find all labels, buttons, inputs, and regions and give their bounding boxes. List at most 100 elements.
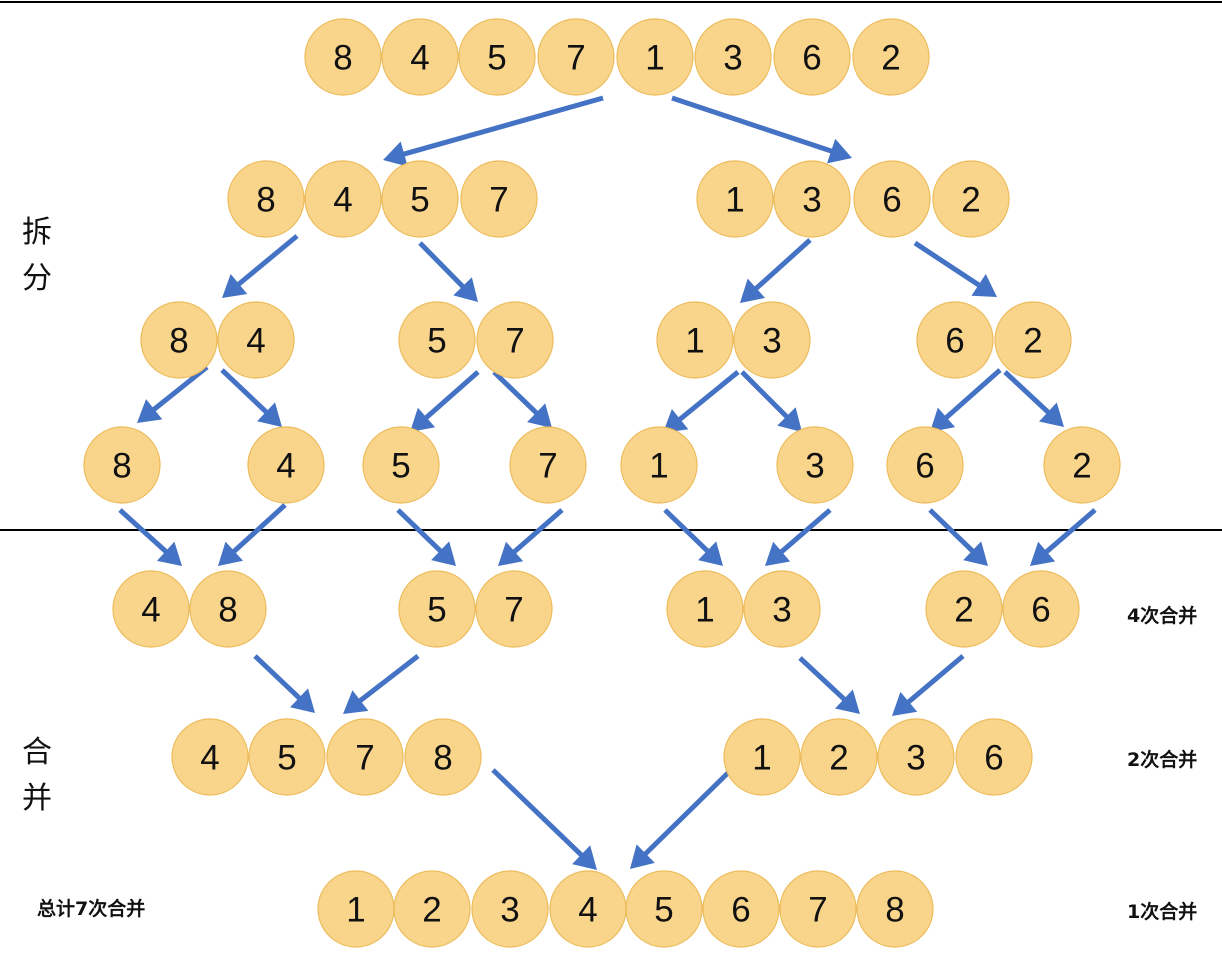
arrow-shaft	[231, 503, 287, 555]
ball-value: 8	[885, 891, 904, 930]
ball-circle	[925, 570, 1003, 648]
ball-value: 5	[277, 739, 296, 778]
merge-label-char-2: 并	[22, 781, 52, 816]
ball-circle	[779, 870, 857, 948]
arrow-head	[963, 541, 988, 566]
ball-circle	[666, 570, 744, 648]
split-3-group: 1	[620, 426, 698, 504]
arrow-shaft	[905, 654, 965, 706]
arrow-head	[827, 138, 852, 164]
number-ball: 7	[326, 718, 404, 796]
arrow-shaft	[118, 508, 169, 555]
ball-value: 7	[489, 181, 508, 220]
ball-value: 8	[256, 181, 275, 220]
ball-value: 2	[1072, 447, 1091, 486]
number-ball: 4	[549, 870, 627, 948]
ball-value: 7	[505, 322, 524, 361]
arrow	[798, 656, 860, 714]
ball-circle	[247, 426, 325, 504]
ball-value: 6	[882, 181, 901, 220]
arrow-head	[431, 541, 456, 566]
ball-value: 3	[906, 739, 925, 778]
number-ball: 7	[537, 18, 615, 96]
arrow	[498, 508, 564, 566]
ball-circle	[916, 301, 994, 379]
number-ball: 1	[723, 718, 801, 796]
arrow	[218, 503, 287, 566]
arrow	[418, 241, 478, 302]
split-label-char-2: 分	[22, 261, 52, 296]
arrow-shaft	[943, 368, 1002, 421]
arrow-shaft	[491, 768, 585, 858]
number-ball: 2	[932, 160, 1010, 238]
number-ball: 6	[702, 870, 780, 948]
split-3-group: 5	[362, 426, 440, 504]
ball-circle	[852, 18, 930, 96]
arrow	[222, 234, 299, 298]
number-ball: 7	[509, 426, 587, 504]
number-ball: 6	[916, 301, 994, 379]
arrow-head	[835, 689, 860, 714]
number-ball: 2	[1043, 426, 1121, 504]
number-ball: 3	[694, 18, 772, 96]
ball-circle	[994, 301, 1072, 379]
ball-circle	[537, 18, 615, 96]
number-ball: 8	[227, 160, 305, 238]
ball-circle	[696, 160, 774, 238]
arrow	[765, 508, 832, 566]
arrow	[671, 95, 852, 164]
arrow-head	[777, 407, 802, 432]
ball-circle	[471, 870, 549, 948]
arrow-shaft	[1003, 370, 1052, 416]
arrow-head	[218, 541, 244, 566]
ball-circle	[83, 426, 161, 504]
ball-circle	[733, 301, 811, 379]
split-label: 拆 分	[22, 210, 62, 302]
ball-value: 4	[578, 891, 597, 930]
ball-value: 3	[802, 181, 821, 220]
ball-value: 7	[808, 891, 827, 930]
number-ball: 7	[476, 301, 554, 379]
total-merge-count: 总计7次合并	[37, 898, 146, 920]
number-ball: 2	[994, 301, 1072, 379]
ball-value: 6	[945, 322, 964, 361]
number-ball: 1	[656, 301, 734, 379]
arrow	[663, 508, 723, 566]
ball-value: 3	[723, 39, 742, 78]
ball-value: 5	[427, 591, 446, 630]
number-ball: 6	[773, 18, 851, 96]
split-3-group: 2	[1043, 426, 1121, 504]
arrow-shaft	[357, 654, 420, 704]
arrow-shaft	[928, 508, 976, 554]
arrow	[253, 654, 315, 713]
number-ball: 5	[625, 870, 703, 948]
number-ball: 2	[852, 18, 930, 96]
ball-circle	[773, 18, 851, 96]
arrow-head	[453, 277, 478, 302]
arrow	[137, 365, 209, 423]
number-ball: 8	[140, 301, 218, 379]
ball-value: 4	[333, 181, 352, 220]
ball-circle	[404, 718, 482, 796]
number-ball: 8	[856, 870, 934, 948]
ball-circle	[1002, 570, 1080, 648]
ball-value: 8	[218, 591, 237, 630]
ball-circle	[140, 301, 218, 379]
ball-value: 7	[355, 739, 374, 778]
number-ball: 4	[247, 426, 325, 504]
arrow	[410, 370, 480, 432]
ball-value: 8	[112, 447, 131, 486]
arrow	[491, 768, 597, 870]
number-ball: 6	[853, 160, 931, 238]
ball-circle	[932, 160, 1010, 238]
ball-circle	[723, 718, 801, 796]
ball-circle	[856, 870, 934, 948]
ball-circle	[702, 870, 780, 948]
arrow-shaft	[913, 240, 982, 289]
ball-value: 8	[433, 739, 452, 778]
